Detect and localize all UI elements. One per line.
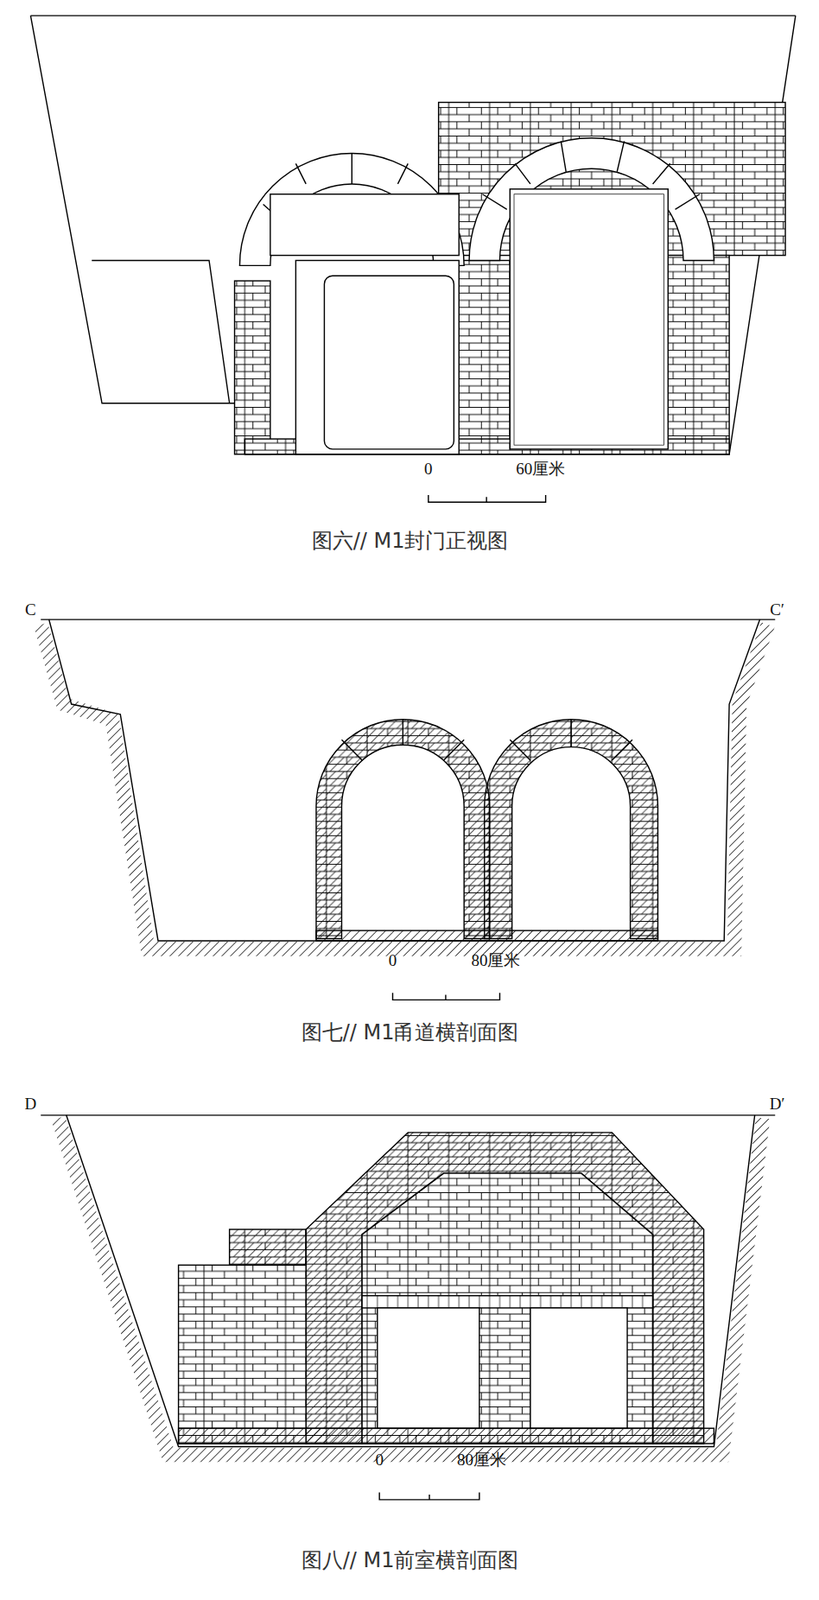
scale-label: 0 [388, 952, 398, 971]
scale-label: 0 [374, 1451, 384, 1470]
section-letter: C [25, 601, 37, 620]
front-chamber-section [40, 1115, 775, 1500]
section-letter: C′ [769, 601, 785, 620]
passage-section [40, 619, 775, 1000]
caption: 图七// M1甬道横剖面图 [301, 1021, 520, 1044]
scale-label: 0 [424, 460, 433, 479]
caption: 图八// M1前室横剖面图 [301, 1549, 520, 1572]
seal-door-elevation [30, 15, 795, 502]
scale-label: 80厘米 [470, 952, 521, 971]
section-letter: D′ [769, 1095, 786, 1114]
scale-label: 80厘米 [457, 1451, 507, 1470]
scale-label: 60厘米 [515, 460, 566, 479]
caption: 图六// M1封门正视图 [311, 529, 509, 553]
section-letter: D [25, 1095, 38, 1114]
